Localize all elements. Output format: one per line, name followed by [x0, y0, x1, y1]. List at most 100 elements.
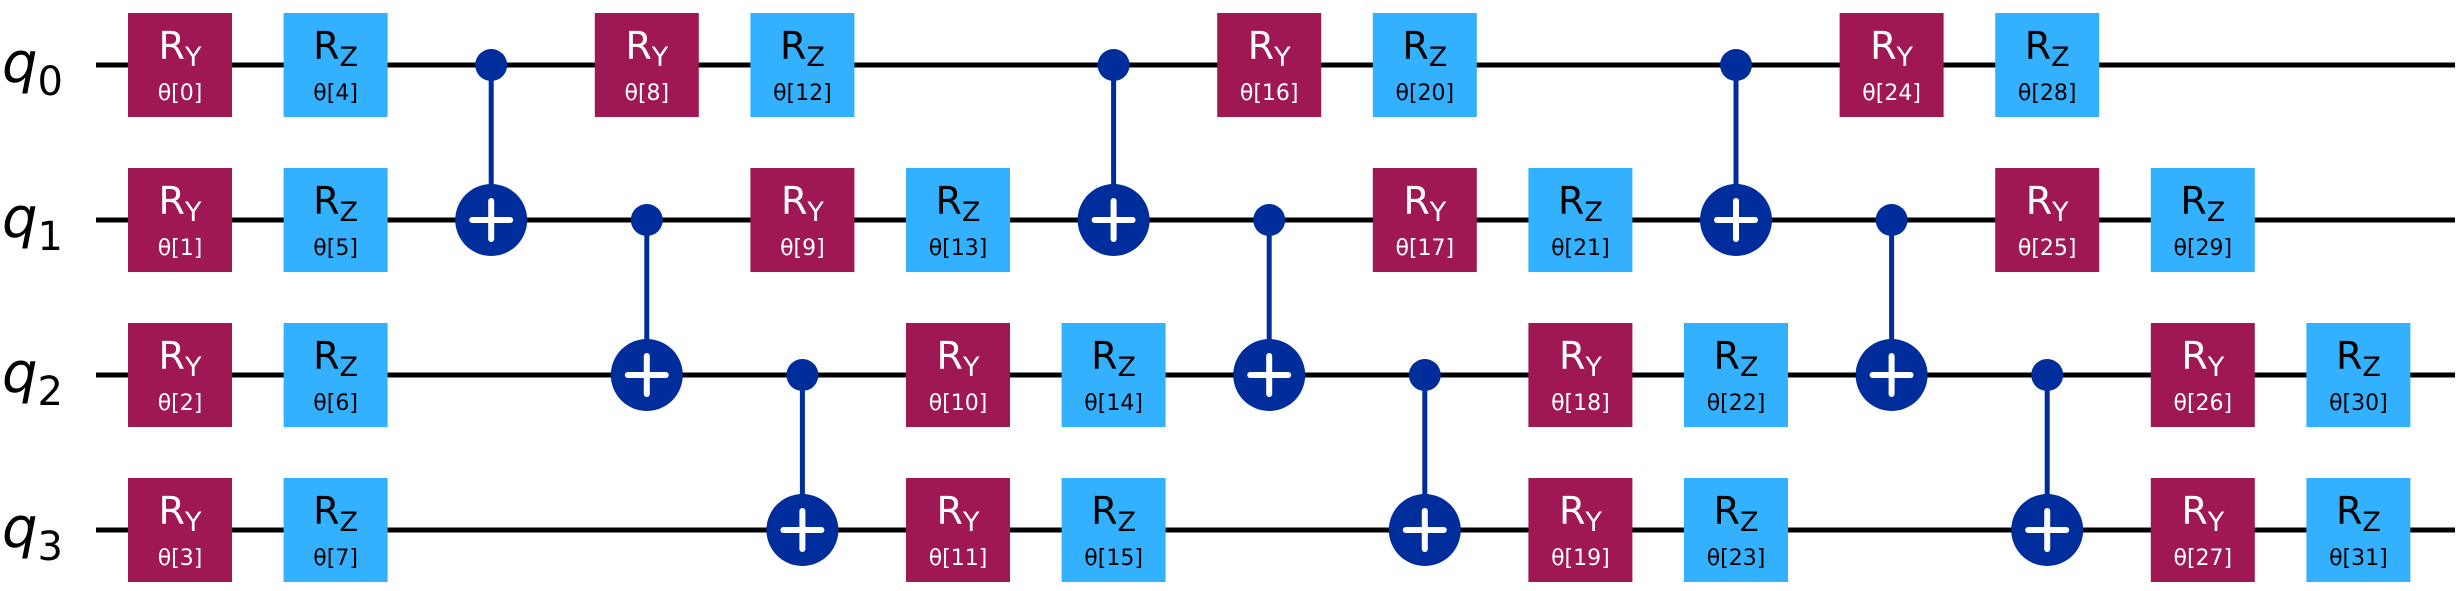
qubit-label: q1 — [2, 186, 63, 260]
qubit-label-index: 1 — [38, 214, 63, 260]
ry-gate: RYθ[8] — [594, 13, 699, 117]
rz-gate: RZ θ[21] — [1528, 168, 1633, 272]
gate-label: RY — [1559, 334, 1602, 383]
gate-param: θ[21] — [1551, 236, 1610, 261]
cnot-gate — [610, 204, 683, 411]
cnot-gate — [766, 359, 839, 566]
wires-layer — [96, 62, 2455, 533]
gate-label: RY — [1403, 179, 1446, 228]
gate-label-base: R — [2180, 179, 2206, 223]
gate-label-base: R — [313, 24, 339, 68]
gate-param: θ[28] — [2018, 81, 2077, 106]
gate-box — [128, 168, 232, 272]
gate-label-sub: Y — [1429, 197, 1447, 228]
ry-gate: RYθ[10] — [906, 323, 1010, 427]
gate-label-base: R — [1248, 24, 1274, 68]
gate-label: RZ — [313, 334, 358, 383]
gate-box — [1684, 323, 1788, 427]
gate-label-sub: Z — [2362, 507, 2381, 538]
gate-param: θ[15] — [1084, 546, 1143, 571]
cnot-control-dot — [786, 359, 819, 391]
gate-box — [283, 478, 388, 582]
gate-param: θ[13] — [929, 236, 988, 261]
cnot-gate — [1388, 359, 1461, 566]
gate-box — [1217, 13, 1322, 117]
gate-label-sub: Z — [2051, 42, 2070, 73]
gate-label-base: R — [1402, 24, 1428, 68]
gate-param: θ[1] — [158, 236, 203, 261]
gate-box — [1372, 168, 1477, 272]
gate-label-sub: Z — [1584, 197, 1603, 228]
gate-param: θ[17] — [1395, 236, 1454, 261]
gate-label-sub: Y — [962, 507, 980, 538]
gate-param: θ[30] — [2329, 391, 2388, 416]
gate-label: RZ — [936, 179, 981, 228]
gate-label: RY — [625, 24, 668, 73]
gate-label-base: R — [159, 489, 185, 533]
gate-box — [2150, 323, 2255, 427]
rz-gate: RZθ[15] — [1061, 478, 1166, 582]
gate-param: θ[29] — [2173, 236, 2232, 261]
gate-label-sub: Y — [184, 42, 202, 73]
gate-box — [2306, 323, 2411, 427]
gate-box — [1995, 13, 2100, 117]
rz-gate: RZθ[23] — [1684, 478, 1788, 582]
rz-gate: RZθ[22] — [1684, 323, 1788, 427]
ry-gate: RY θ[18] — [1528, 323, 1633, 427]
cnot-gate — [1077, 49, 1150, 256]
gate-label: RY — [1870, 24, 1913, 73]
gate-label: RY — [2181, 489, 2224, 538]
gate-param: θ[0] — [158, 81, 203, 106]
gate-label-base: R — [1403, 179, 1429, 223]
gate-param: θ[27] — [2173, 546, 2232, 571]
rz-gate: RZθ[7] — [283, 478, 388, 582]
ry-gate: RYθ[17] — [1372, 168, 1477, 272]
cnot-control-dot — [1097, 49, 1130, 81]
ry-gate: RYθ[3] — [128, 478, 232, 582]
gate-box — [594, 13, 699, 117]
gate-param: θ[6] — [313, 391, 358, 416]
gate-box — [1839, 13, 1944, 117]
gate-label: RY — [159, 179, 202, 228]
gate-label-sub: Y — [1584, 507, 1602, 538]
gate-param: θ[5] — [313, 236, 358, 261]
rz-gate: RZθ[20] — [1372, 13, 1477, 117]
gate-label-sub: Z — [340, 197, 359, 228]
gate-box — [1528, 168, 1633, 272]
gate-label: RY — [159, 334, 202, 383]
gate-box — [750, 13, 855, 117]
cnot-control-dot — [630, 204, 663, 236]
gate-label-sub: Z — [1118, 352, 1137, 383]
gate-label-sub: Y — [962, 352, 980, 383]
gate-param: θ[24] — [1862, 81, 1921, 106]
gate-label: RZ — [313, 24, 358, 73]
gate-label-sub: Z — [1429, 42, 1448, 73]
gate-label: RY — [781, 179, 824, 228]
cnot-gate — [455, 49, 528, 256]
gate-label-base: R — [313, 489, 339, 533]
gate-label: RZ — [1714, 489, 1759, 538]
gate-box — [906, 478, 1010, 582]
gate-box — [1061, 478, 1166, 582]
gate-param: θ[18] — [1551, 391, 1610, 416]
gate-label-sub: Y — [1584, 352, 1602, 383]
gate-param: θ[2] — [158, 391, 203, 416]
gate-label-base: R — [2336, 334, 2362, 378]
gate-label: RY — [159, 24, 202, 73]
gate-label: RZ — [1558, 179, 1603, 228]
gate-box — [750, 168, 855, 272]
gate-label-sub: Z — [340, 352, 359, 383]
gate-box — [283, 13, 388, 117]
gate-box — [2150, 168, 2255, 272]
rz-gate: RZθ[29] — [2150, 168, 2255, 272]
gate-label-base: R — [2181, 489, 2207, 533]
gate-param: θ[10] — [929, 391, 988, 416]
gate-label-sub: Y — [2207, 352, 2225, 383]
cnot-control-dot — [2031, 359, 2064, 391]
gate-label-base: R — [1714, 334, 1740, 378]
rz-gate: RZθ[28] — [1995, 13, 2100, 117]
cnot-layer — [455, 49, 2084, 566]
ry-gate: RYθ[9] — [750, 168, 855, 272]
ry-gate: RY θ[24] — [1839, 13, 1944, 117]
